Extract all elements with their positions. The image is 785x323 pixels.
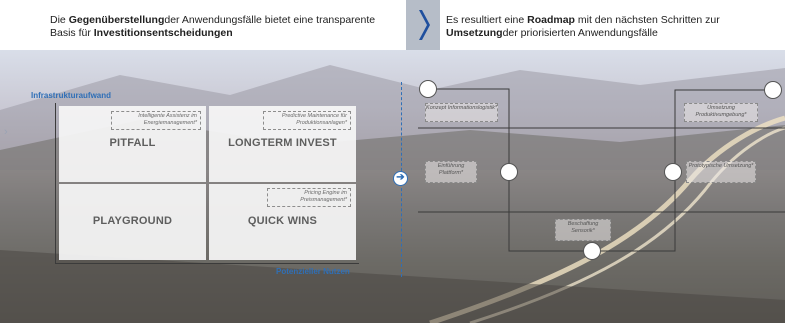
roadmap-step-einfuehrung: Einführung Plattform* <box>425 161 477 183</box>
header-chevron-box <box>406 0 440 50</box>
header-left-text: Die Gegenüberstellungder Anwendungsfälle… <box>50 14 376 39</box>
quadrant-longterm-invest: Predictive Maintenance für Produktionsan… <box>209 106 356 182</box>
roadmap-step-beschaffung: Beschaffung Sensorik* <box>555 219 611 241</box>
x-axis-label: Potenzieller Nutzen <box>276 267 350 276</box>
use-case-pricing-engine: Pricing Engine im Preismanagement* <box>267 188 351 207</box>
left-edge-chevron-icon: › <box>4 126 8 138</box>
roadmap-node-start <box>419 80 437 98</box>
quadrant-pitfall: Intelligente Assistenz im Energiemanagem… <box>59 106 206 182</box>
y-axis-label: Infrastrukturaufwand <box>31 91 112 100</box>
roadmap-node-end <box>764 81 782 99</box>
quadrant-label-playground: PLAYGROUND <box>92 215 173 227</box>
quadrant-label-longterm-invest: LONGTERM INVEST <box>228 137 337 149</box>
y-axis-line <box>55 103 56 263</box>
quadrant-quick-wins: Pricing Engine im Preismanagement* QUICK… <box>209 184 356 260</box>
use-case-predictive-maintenance: Predictive Maintenance für Produktionsan… <box>263 111 351 130</box>
roadmap-node-plattform <box>500 163 518 181</box>
roadmap-step-konzept: Konzept Informationslogistik* <box>425 103 498 122</box>
header-bar: Die Gegenüberstellungder Anwendungsfälle… <box>22 0 785 50</box>
roadmap-node-sensorik <box>583 242 601 260</box>
roadmap-node-prototyp <box>664 163 682 181</box>
quadrant-playground: PLAYGROUND <box>59 184 206 260</box>
arrow-right-circle-icon: ➔ <box>393 171 408 186</box>
use-case-energy-assistant: Intelligente Assistenz im Energiemanagem… <box>111 111 201 130</box>
chevron-right-icon <box>419 10 430 40</box>
roadmap-step-prototypische: Prototypische Umsetzung* <box>686 161 756 183</box>
header-right-text: Es resultiert eine Roadmap mit den nächs… <box>446 14 720 39</box>
roadmap-step-umsetzung: Umsetzung Produktivumgebung* <box>684 103 758 122</box>
x-axis-line <box>55 263 359 264</box>
quadrant-label-pitfall: PITFALL <box>109 137 156 149</box>
quadrant-label-quick-wins: QUICK WINS <box>247 215 318 227</box>
